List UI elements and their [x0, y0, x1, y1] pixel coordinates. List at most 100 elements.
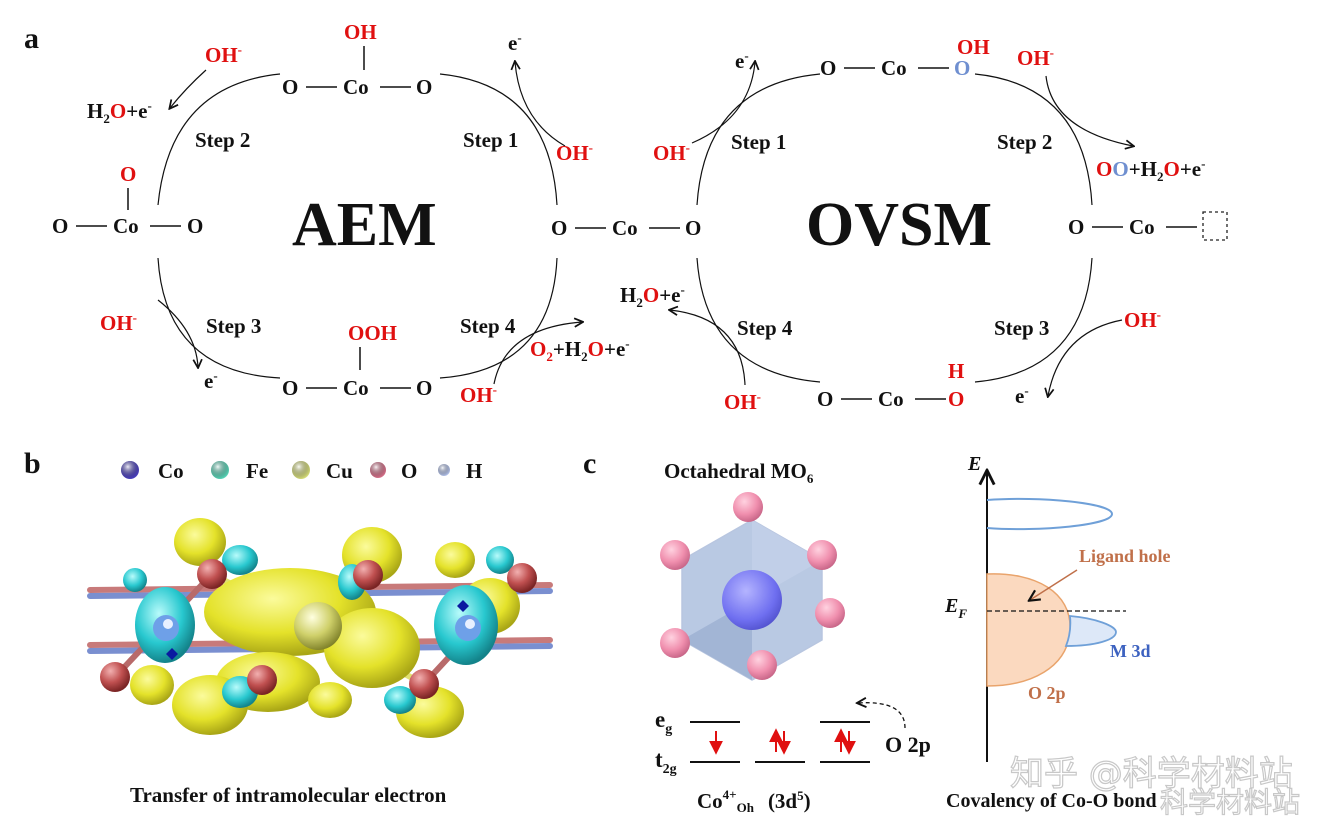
legend-label-cu: Cu	[326, 459, 353, 483]
aem-cycle: AEM Step 2 Step 1 Step 3 Step 4 OH O Co …	[52, 20, 630, 407]
svg-text:O: O	[52, 214, 68, 238]
ovsm-arc-step2	[974, 73, 1093, 206]
svg-text:O: O	[416, 376, 432, 400]
ovsm-bottom-structure: H O Co O	[817, 359, 964, 411]
svg-text:O: O	[820, 56, 836, 80]
svg-text:O: O	[954, 56, 970, 80]
svg-text:Co: Co	[1129, 215, 1155, 239]
ovsm-arc-step4	[696, 257, 821, 383]
svg-text:Co: Co	[878, 387, 904, 411]
m3d-label: M 3d	[1110, 641, 1151, 661]
svg-text:O: O	[551, 216, 567, 240]
energy-axis-label: E	[967, 453, 981, 475]
svg-text:O: O	[282, 376, 298, 400]
legend-label-fe: Fe	[246, 459, 268, 483]
aem-arc-step3	[157, 257, 281, 379]
panel-c-caption: Covalency of Co-O bond	[946, 790, 1157, 812]
m3d-band	[1064, 615, 1117, 647]
legend-label-h: H	[466, 459, 482, 483]
ovsm-top-structure: OH O Co O	[820, 35, 990, 80]
fermi-level-label: EF	[944, 595, 967, 621]
ovsm-right-structure: O Co	[1068, 211, 1228, 241]
svg-text:OH: OH	[957, 35, 990, 59]
watermark-line2: 科学材料站	[1160, 786, 1300, 819]
watermark-line1: 知乎 @科学材料站	[1010, 754, 1293, 794]
aem-step2-oh: OH-	[205, 42, 242, 67]
aem-step4-label: Step 4	[460, 314, 516, 338]
aem-step3-e: e-	[204, 368, 218, 393]
panel-label-a: a	[24, 22, 39, 55]
ovsm-step1-label: Step 1	[731, 130, 786, 154]
svg-text:O: O	[1068, 215, 1084, 239]
legend-label-o: O	[401, 459, 417, 483]
octahedral-title: Octahedral MO6	[664, 459, 814, 486]
svg-text:Co: Co	[343, 376, 369, 400]
aem-step2-label: Step 2	[195, 128, 250, 152]
aem-step4-oh: OH-	[460, 382, 497, 407]
panel-label-c: c	[583, 447, 596, 480]
oxygen-vacancy-box	[1202, 211, 1228, 241]
svg-text:O: O	[416, 75, 432, 99]
o2p-band-label: O 2p	[1028, 683, 1066, 703]
panel-b-legend: Co Fe Cu O H	[121, 459, 482, 483]
o2p-band	[986, 573, 1071, 687]
panel-label-b: b	[24, 447, 41, 480]
co-config-label: Co4+Oh(3d5)	[697, 787, 811, 815]
aem-arc-step2	[157, 73, 281, 206]
panel-b-caption: Transfer of intramolecular electron	[130, 783, 447, 807]
ovsm-title: OVSM	[806, 191, 992, 259]
svg-text:O: O	[817, 387, 833, 411]
electron-density-render	[87, 518, 553, 738]
aem-step3-oh: OH-	[100, 310, 137, 335]
ovsm-step3-label: Step 3	[994, 316, 1049, 340]
svg-text:H: H	[948, 359, 964, 383]
legend-label-co: Co	[158, 459, 184, 483]
eg-label: eg	[655, 707, 672, 737]
o2p-ligand-label: O 2p	[885, 732, 931, 757]
aem-step2-h2o: H2O+e-	[87, 98, 152, 126]
d-orbital-diagram: eg t2g O 2p Co4+Oh(3d5)	[655, 703, 931, 815]
svg-text:O: O	[282, 75, 298, 99]
band-diagram: E EF Ligand hole M 3d O 2p	[944, 453, 1171, 762]
svg-text:OOH: OOH	[348, 321, 397, 345]
svg-text:O: O	[948, 387, 964, 411]
svg-text:Co: Co	[612, 216, 638, 240]
svg-text:Co: Co	[113, 214, 139, 238]
aem-step1-oh: OH-	[556, 140, 593, 165]
shared-center-structure: O Co O	[551, 216, 701, 240]
svg-text:O: O	[120, 162, 136, 186]
ovsm-step4-oh: OH-	[724, 389, 761, 414]
ovsm-step2-label: Step 2	[997, 130, 1052, 154]
upper-band	[986, 497, 1114, 531]
svg-text:Co: Co	[343, 75, 369, 99]
ligand-hole-label: Ligand hole	[1079, 546, 1171, 566]
ovsm-step4-h2o: H2O+e-	[620, 282, 685, 310]
aem-arc-step4	[439, 257, 558, 379]
ovsm-cycle: OVSM Step 1 Step 2 Step 3 Step 4 OH O Co…	[620, 35, 1228, 414]
svg-text:Co: Co	[881, 56, 907, 80]
ovsm-step2-products: OO+H2O+e-	[1096, 156, 1205, 184]
ovsm-arc-step3	[974, 257, 1093, 383]
ovsm-arc-step1	[696, 73, 821, 206]
ovsm-step1-oh: OH-	[653, 140, 690, 165]
aem-left-structure: O O Co O	[52, 162, 203, 238]
svg-text:O: O	[685, 216, 701, 240]
octahedron-model	[660, 492, 845, 681]
aem-step3-label: Step 3	[206, 314, 261, 338]
aem-top-structure: OH O Co O	[282, 20, 432, 99]
aem-step4-products: O2+H2O+e-	[530, 336, 630, 364]
ovsm-step3-oh: OH-	[1124, 307, 1161, 332]
ovsm-step3-e: e-	[1015, 383, 1029, 408]
svg-text:O: O	[187, 214, 203, 238]
aem-bottom-structure: OOH O Co O	[282, 321, 432, 400]
aem-step1-e: e-	[508, 30, 522, 55]
aem-arc-step1	[439, 73, 558, 206]
ovsm-step1-e: e-	[735, 48, 749, 73]
aem-step1-label: Step 1	[463, 128, 518, 152]
t2g-label: t2g	[655, 747, 677, 777]
svg-text:OH: OH	[344, 20, 377, 44]
ovsm-step2-oh: OH-	[1017, 45, 1054, 70]
aem-title: AEM	[292, 191, 437, 259]
ovsm-step4-label: Step 4	[737, 316, 793, 340]
